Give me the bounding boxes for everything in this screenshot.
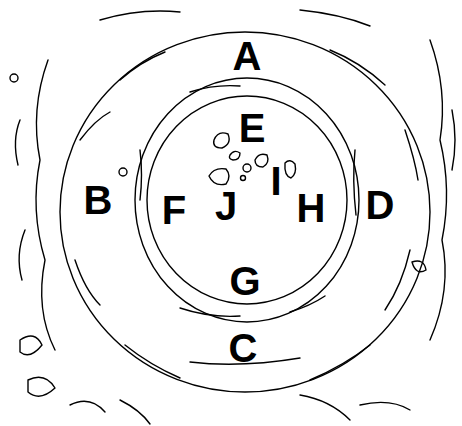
crater-floor	[147, 96, 347, 304]
outer-terrain	[10, 10, 455, 424]
rim-slope-lines	[75, 50, 418, 380]
part-label: F	[162, 190, 186, 230]
part-label: J	[215, 186, 237, 226]
crater-rim	[60, 32, 430, 392]
terrace-lines	[140, 86, 356, 317]
part-label: B	[84, 180, 113, 220]
part-label: H	[297, 188, 326, 228]
part-label: A	[233, 36, 262, 76]
inner-wall	[135, 78, 359, 322]
part-label: D	[366, 185, 395, 225]
part-label: I	[270, 161, 281, 201]
part-label: E	[239, 108, 266, 148]
part-label: G	[229, 261, 260, 301]
part-label: C	[229, 328, 258, 368]
